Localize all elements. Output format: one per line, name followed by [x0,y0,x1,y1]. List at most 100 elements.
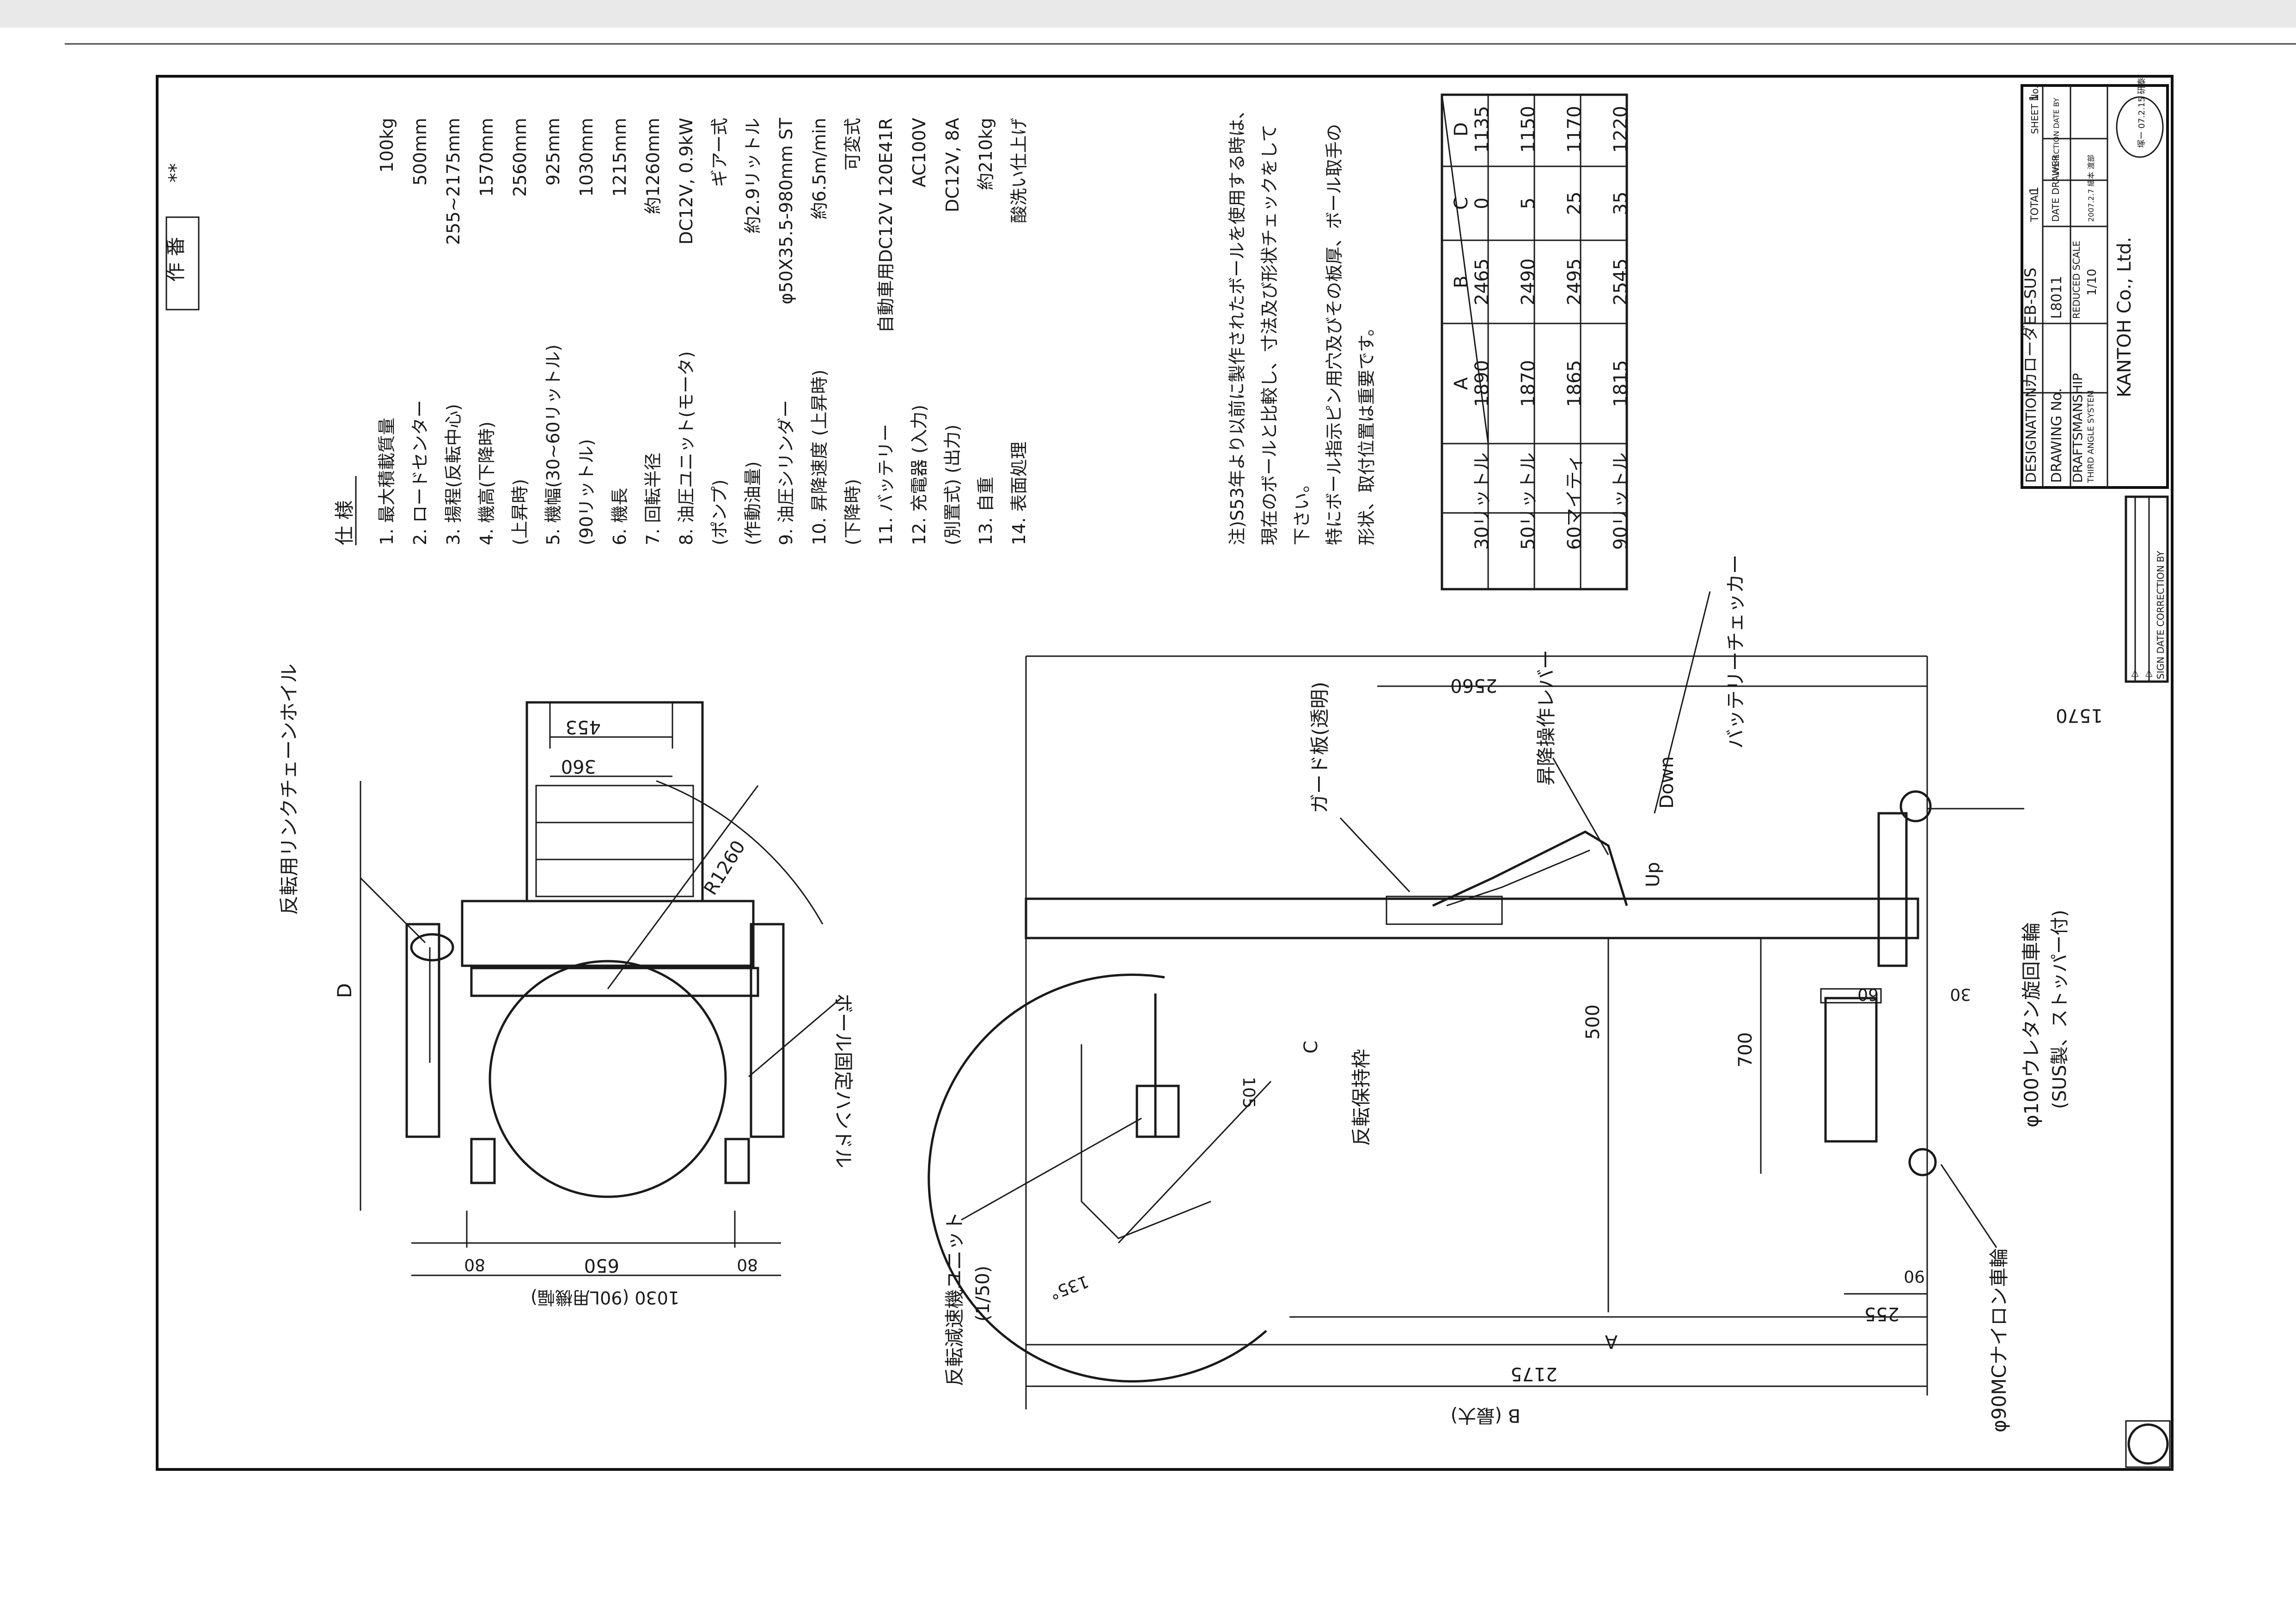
border-frame [156,75,2174,1471]
drawing-no-label: DRAWING No. [2049,388,2065,483]
punch-hole [2127,1423,2169,1465]
spec-label: 14. 表面処理 [1009,441,1029,545]
label-reducer: 反転減速機ユニット [943,1212,966,1386]
table-cell: 60マイティ [1564,454,1585,550]
caster-wheel [1899,790,1932,823]
spec-label: 8. 油圧ユニット(モータ) [676,351,696,545]
table-cell: 1890 [1472,360,1493,407]
spec-label: (上昇時) [510,479,530,545]
date-drawer-value: 2007.2.7 細本 渡部 [2087,155,2095,222]
table-header: A [1451,377,1472,390]
table-cell: 1865 [1564,360,1585,407]
dim-b-label: B (最大) [1451,1405,1520,1426]
table-cell: 2490 [1518,258,1539,305]
spec-value: DC12V, 8A [942,118,963,212]
front-view: D 453 360 R1260 80 650 80 1030 (90L用機幅) … [278,664,855,1308]
reducer-unit [1136,1085,1180,1138]
label-up: Up [1643,862,1664,887]
spec-label: (作動油量) [743,461,763,545]
guard-plate [1386,896,1503,925]
spec-label: 5. 機幅(30~60リットル) [543,344,563,545]
dim-a-label: A [1605,1331,1618,1352]
company-name: KANTOH Co., Ltd. [2114,237,2135,397]
spec-value: 255~2175mm [443,118,464,245]
table-cell: 2465 [1472,258,1493,305]
size-table: ABCD30リットル189024650113550リットル18702490511… [1441,93,1631,591]
spec-label: 10. 昇降速度 (上昇時) [809,370,830,545]
table-cell: 25 [1564,192,1585,215]
dim-r1260-leader [607,785,759,989]
spec-label: (下降時) [843,479,863,545]
table-header: B [1451,275,1472,288]
label-lever: 昇降操作レバー [1535,650,1557,786]
spec-value: 約2.9リットル [743,118,763,233]
punch-hole-box [2125,1420,2171,1468]
dim-453-label: 453 [566,716,601,737]
dim-650-label: 650 [584,1255,619,1276]
spec-label: (90リットル) [576,439,597,545]
note-line: 下さい。 [1292,475,1312,545]
note-line: 形状、取付位置は重要です。 [1356,319,1377,545]
dim-d-label: D [333,983,356,998]
spec-value: 1030mm [576,118,597,197]
table-cell: 90リットル [1610,452,1631,550]
spec-label: 12. 充電器 (入力) [909,405,929,545]
spec-label: 1. 最大積載質量 [377,418,397,545]
rotation-arc [928,973,1267,1383]
sheet-label: SHEET No. [2029,85,2040,134]
table-cell: 30リットル [1472,452,1493,550]
spec-label: 3. 揚程(反転中心) [443,404,464,545]
dim-60-label: 60 [1857,985,1879,1004]
spec-value: 自動車用DC12V 120E41R [876,118,896,333]
spec-value: 約1260mm [643,118,663,214]
spec-label: 9. 油圧シリンダー [776,400,796,545]
designation-value: カローダEB-SUS [2021,268,2040,388]
date-drawer-label: DATE DRAWER [2050,154,2061,222]
label-holder: 反転保持枠 [1350,1049,1373,1146]
dim-360-label: 360 [561,756,596,777]
spec-label: (ポンプ) [709,479,730,545]
reduced-scale-label: REDUCED SCALE [2071,241,2082,319]
spec-label: 7. 回転半径 [643,453,663,545]
table-cell: 1870 [1518,360,1539,407]
specs-heading: 仕 様 [333,500,356,545]
side-view: 2560 1570 500 700 60 30 90 255 A 2175 B … [928,555,2103,1432]
label-caster-note: (SUS製、ストッパー付) [2049,910,2070,1109]
dim-500-label: 500 [1582,1005,1604,1040]
spec-value: 100kg [377,118,397,173]
label-checker: バッテリーチェッカー [1724,555,1747,749]
total-label: TOTAL [2029,189,2041,222]
designation-label: DESIGNATION: [2023,383,2040,483]
note-line: 特にボール指示ピン用穴及びその板厚、ボール取手の [1324,124,1344,545]
note-line: 現在のボールと比較し、寸法及び形状チェックをして [1259,124,1280,545]
hydraulic-cylinder [1824,997,1878,1143]
approval-stamp [2116,96,2164,158]
dim-80-left: 80 [464,1255,485,1274]
spec-value: DC12V, 0.9kW [676,118,696,244]
spec-value: 約210kg [976,118,996,190]
mast-inner [535,785,694,897]
spec-label: 4. 機高(下降時) [476,421,497,545]
table-cell: 1170 [1564,106,1585,153]
revision-mark-1: △ [2131,667,2139,678]
label-caster: φ100ウレタン旋回車輪 [2020,922,2043,1127]
spec-value: 酸洗い仕上げ [1009,118,1029,223]
stamp-text: 塚ー 07.2.15 研泰 [2137,78,2147,148]
table-cell: 5 [1518,197,1539,209]
table-cell: 35 [1610,192,1631,215]
dim-30-label: 30 [1950,985,1971,1004]
revision-mark-2: △ [2145,667,2153,678]
spec-label: (別置式) (出力) [942,425,963,545]
spec-value: 925mm [543,118,563,186]
label-guard: ガード板(透明) [1308,682,1331,813]
lift-handle [1432,830,1628,907]
inspection-label: INSPECTION DATE BY [2052,98,2061,176]
reduced-scale-value: 1/10 [2085,269,2099,296]
spec-value: 可変式 [843,118,863,171]
spec-label: 6. 機長 [610,488,630,545]
total-value: 1 [2027,186,2041,194]
dim-r1260-label: R1260 [700,837,750,899]
sheet-value: 1 [2027,94,2041,102]
spec-value: 約6.5m/min [809,118,830,219]
